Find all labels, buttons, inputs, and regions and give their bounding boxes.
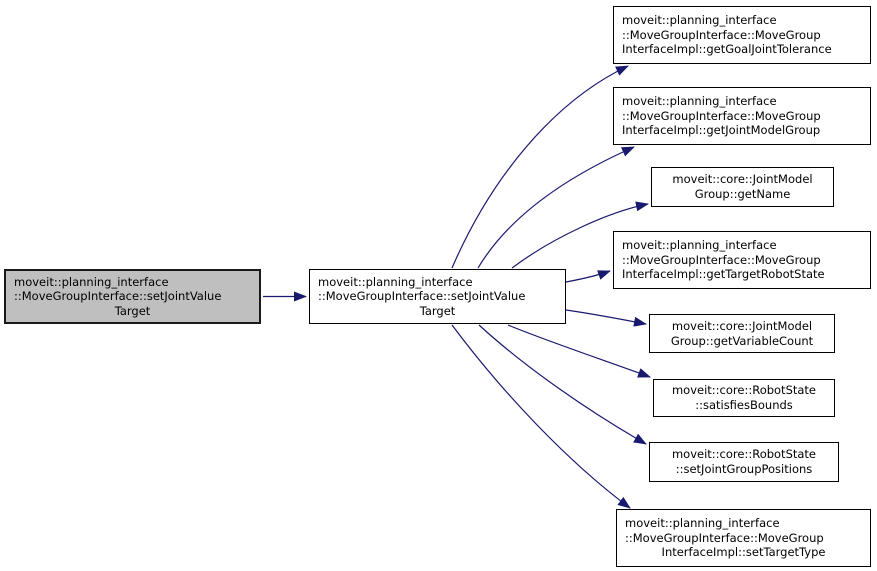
node-label-line: moveit::planning_interface — [318, 274, 473, 289]
edge-main-to-getName — [511, 201, 649, 269]
node-label-line: Target — [114, 303, 151, 318]
edge-main-to-getGoalJointTolerance — [451, 65, 629, 269]
node-label-line: InterfaceImpl::setTargetType — [661, 545, 826, 560]
node-label-line: Target — [419, 303, 456, 318]
edge-main-to-setTargetType — [451, 324, 631, 509]
node-caller-setJointValueTarget: moveit::planning_interface ::MoveGroupIn… — [4, 269, 261, 324]
node-label-line: moveit::core::RobotState — [671, 383, 817, 398]
node-satisfiesBounds[interactable]: moveit::core::RobotState ::satisfiesBoun… — [653, 379, 835, 417]
node-label-line: moveit::planning_interface — [622, 13, 777, 28]
node-label-line: moveit::core::RobotState — [671, 447, 817, 462]
node-setJointGroupPositions[interactable]: moveit::core::RobotState ::setJointGroup… — [649, 442, 839, 482]
node-label-line: moveit::core::JointModel — [672, 172, 813, 187]
node-label-line: moveit::planning_interface — [622, 94, 777, 109]
node-label-line: InterfaceImpl::getTargetRobotState — [622, 267, 825, 282]
node-label-line: moveit::core::JointModel — [671, 318, 813, 333]
node-label-line: ::MoveGroupInterface::setJointValue — [318, 289, 526, 304]
node-label-line: ::MoveGroupInterface::MoveGroup — [622, 27, 821, 42]
node-setTargetType[interactable]: moveit::planning_interface ::MoveGroupIn… — [616, 509, 871, 567]
edge-main-to-getJointModelGroup — [477, 146, 635, 269]
node-label-line: ::MoveGroupInterface::MoveGroup — [622, 252, 821, 267]
node-label-line: ::MoveGroupInterface::MoveGroup — [622, 108, 821, 123]
edge-main-to-getTargetRobotState — [565, 270, 611, 283]
node-label-line: InterfaceImpl::getJointModelGroup — [622, 123, 821, 138]
node-label-line: ::setJointGroupPositions — [675, 462, 813, 476]
node-label-line: Group::getName — [694, 187, 791, 201]
node-label-line: ::MoveGroupInterface::MoveGroup — [625, 530, 824, 545]
node-label-line: Group::getVariableCount — [670, 333, 814, 348]
node-main-setJointValueTarget[interactable]: moveit::planning_interface ::MoveGroupIn… — [309, 269, 566, 324]
node-label-line: ::MoveGroupInterface::setJointValue — [14, 289, 222, 304]
node-getTargetRobotState[interactable]: moveit::planning_interface ::MoveGroupIn… — [613, 231, 871, 289]
edge-main-to-getVariableCount — [565, 309, 647, 327]
edge-main-to-setJointGroupPositions — [478, 324, 647, 445]
node-label-line: moveit::planning_interface — [622, 238, 777, 253]
node-label-line: InterfaceImpl::getGoalJointTolerance — [622, 42, 832, 57]
node-getJointModelGroup[interactable]: moveit::planning_interface ::MoveGroupIn… — [613, 87, 871, 145]
node-getName[interactable]: moveit::core::JointModel Group::getName — [651, 167, 834, 207]
node-label-line: moveit::planning_interface — [625, 516, 780, 531]
node-getGoalJointTolerance[interactable]: moveit::planning_interface ::MoveGroupIn… — [613, 6, 871, 64]
node-label-line: ::satisfiesBounds — [695, 398, 793, 412]
edge-main-to-satisfiesBounds — [507, 324, 651, 378]
node-label-line: moveit::planning_interface — [14, 274, 169, 289]
node-getVariableCount[interactable]: moveit::core::JointModel Group::getVaria… — [649, 314, 835, 353]
